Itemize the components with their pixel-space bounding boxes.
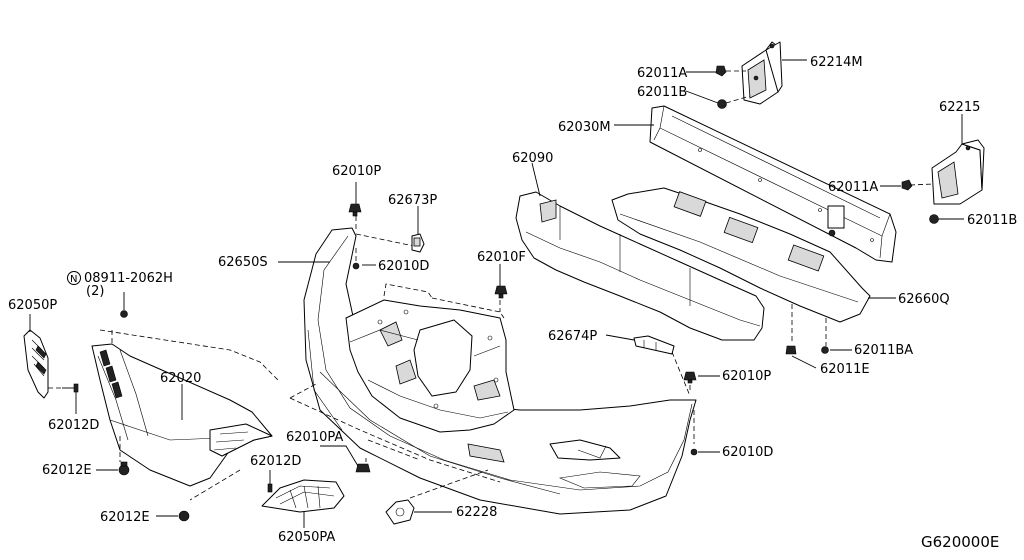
bracket-62215 xyxy=(931,139,985,205)
diagram-code: G620000E xyxy=(921,533,999,551)
nut-62011b-top xyxy=(717,99,727,109)
label-62050p: 62050P xyxy=(8,298,57,313)
clip-62010f xyxy=(494,285,508,299)
label-62673p: 62673P xyxy=(388,193,437,208)
label-62011b-top: 62011B xyxy=(637,85,687,100)
lower-absorber-62660q xyxy=(611,187,871,323)
clip-08911-2062h xyxy=(120,310,128,318)
label-62010d-right: 62010D xyxy=(722,445,773,460)
nut-symbol-letter: N xyxy=(70,274,77,285)
label-62050pa: 62050PA xyxy=(278,530,335,545)
label-62011a-right: 62011A xyxy=(828,180,878,195)
label-62228: 62228 xyxy=(456,505,497,520)
label-62011e: 62011E xyxy=(820,362,870,377)
nut-symbol-circle: N xyxy=(67,271,81,285)
label-62010f: 62010F xyxy=(477,250,526,265)
clip-62010p-right xyxy=(683,371,697,384)
label-62011b-right: 62011B xyxy=(967,213,1017,228)
bracket-62674p xyxy=(633,335,675,355)
label-62012d-left: 62012D xyxy=(48,418,99,433)
label-08911-2062h: 08911-2062H xyxy=(84,271,173,286)
label-62010pa: 62010PA xyxy=(286,430,343,445)
screw-62012d-mid xyxy=(267,483,273,493)
label-62011ba: 62011BA xyxy=(854,343,913,358)
label-62011a-top: 62011A xyxy=(637,66,687,81)
label-62012e-bottom: 62012E xyxy=(100,510,150,525)
label-62020: 62020 xyxy=(160,371,201,386)
clip-62010p-top xyxy=(348,203,362,217)
bolt-62011a-top xyxy=(715,65,727,77)
energy-absorber-62090 xyxy=(515,191,765,341)
label-62012d-mid: 62012D xyxy=(250,454,301,469)
screw-62012d-left xyxy=(62,383,79,393)
nut-62011b-right xyxy=(929,214,939,224)
clip-62012e-bottom xyxy=(178,510,190,522)
label-62090: 62090 xyxy=(512,151,553,166)
label-62012e-left: 62012E xyxy=(42,463,92,478)
label-62674p: 62674P xyxy=(548,329,597,344)
clip-62011ba xyxy=(821,346,829,354)
bracket-62673p xyxy=(411,233,425,253)
side-cover-62050p xyxy=(23,329,49,399)
label-62214m: 62214M xyxy=(810,55,863,70)
bracket-62214m xyxy=(741,41,783,105)
label-62650s: 62650S xyxy=(218,255,268,270)
screw-62010d-top xyxy=(352,262,360,270)
clip-62012e-left xyxy=(118,461,130,476)
screw-62010d-right xyxy=(690,448,698,456)
label-62030m: 62030M xyxy=(558,120,611,135)
label-62215: 62215 xyxy=(939,100,980,115)
clip-62011e xyxy=(785,345,797,355)
reinforcement-beam-62030m xyxy=(649,105,897,263)
fog-cover-62050pa xyxy=(261,479,345,513)
tow-hook-cover-62228 xyxy=(385,499,415,525)
bumper-inner-frame xyxy=(345,299,515,433)
label-62010p-right: 62010P xyxy=(722,369,771,384)
bolt-62011a-right xyxy=(901,179,913,191)
label-62010d-top: 62010D xyxy=(378,259,429,274)
label-62010p-top: 62010P xyxy=(332,164,381,179)
label-62660q: 62660Q xyxy=(898,292,950,307)
label-08911-qty: (2) xyxy=(86,284,104,299)
clip-62010pa xyxy=(355,463,371,473)
